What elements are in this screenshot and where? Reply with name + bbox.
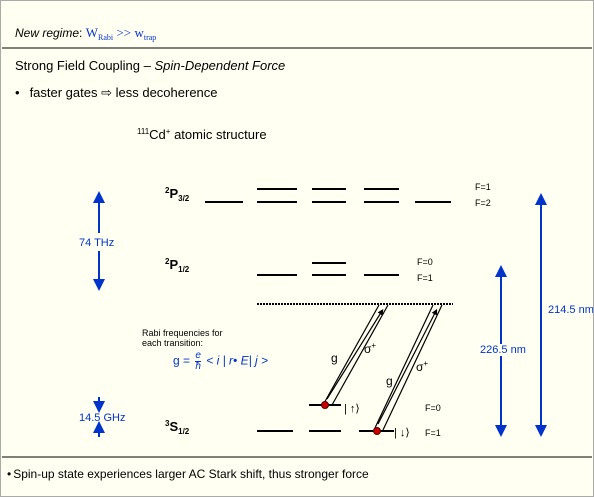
sigma-plus-label-2: σ+ bbox=[416, 359, 429, 374]
p12-levels bbox=[257, 262, 399, 276]
trap-frequency-symbol: wtrap bbox=[134, 25, 157, 42]
rabi-note-line1: Rabi frequencies for bbox=[142, 328, 223, 338]
coupling-g-label-2: g bbox=[386, 374, 393, 388]
regime-label: New regime bbox=[15, 26, 80, 40]
wavelength-226-label: 226.5 nm bbox=[480, 344, 526, 356]
s12-f1-label: F=1 bbox=[425, 428, 441, 438]
transition-beam-down bbox=[373, 304, 443, 431]
coupling-g-label-1: g bbox=[331, 351, 338, 365]
ket-spin-down: | ↓⟩ bbox=[394, 427, 410, 439]
ion-spin-up bbox=[321, 401, 329, 409]
rabi-note-line2: each transition: bbox=[142, 338, 204, 348]
p12-label: 2P1/2 bbox=[165, 257, 190, 274]
p32-label: 2P3/2 bbox=[165, 186, 190, 203]
transition-beam-up bbox=[322, 304, 389, 406]
ket-spin-up: | ↑⟩ bbox=[344, 403, 360, 415]
slide-title: Strong Field Coupling – Spin-Dependent F… bbox=[15, 58, 286, 73]
p32-levels bbox=[205, 188, 451, 203]
bullet-faster-gates: •faster gates ⇨ less decoherence bbox=[15, 85, 218, 100]
fine-splitting-label: 74 THz bbox=[79, 237, 115, 249]
atomic-structure-title: 111Cd+ atomic structure bbox=[137, 127, 267, 142]
hyperfine-splitting-label: 14.5 GHz bbox=[79, 412, 126, 424]
p12-f1-label: F=1 bbox=[417, 273, 433, 283]
p32-f2-label: F=2 bbox=[475, 198, 491, 208]
sigma-plus-label-1: σ+ bbox=[364, 341, 377, 356]
rabi-frequency-symbol: WRabi bbox=[85, 25, 114, 42]
p32-f1-label: F=1 bbox=[475, 182, 491, 192]
s12-f0-label: F=0 bbox=[425, 403, 441, 413]
s12-label: 3S1/2 bbox=[165, 419, 190, 436]
regime-line: New regime: WRabi >> wtrap bbox=[15, 25, 157, 42]
ion-spin-down bbox=[373, 427, 381, 435]
p12-f0-label: F=0 bbox=[417, 257, 433, 267]
bullet-stark-shift: •Spin-up state experiences larger AC Sta… bbox=[7, 467, 369, 481]
much-greater-than: >> bbox=[116, 25, 132, 40]
wavelength-214-label: 214.5 nm bbox=[548, 304, 594, 316]
